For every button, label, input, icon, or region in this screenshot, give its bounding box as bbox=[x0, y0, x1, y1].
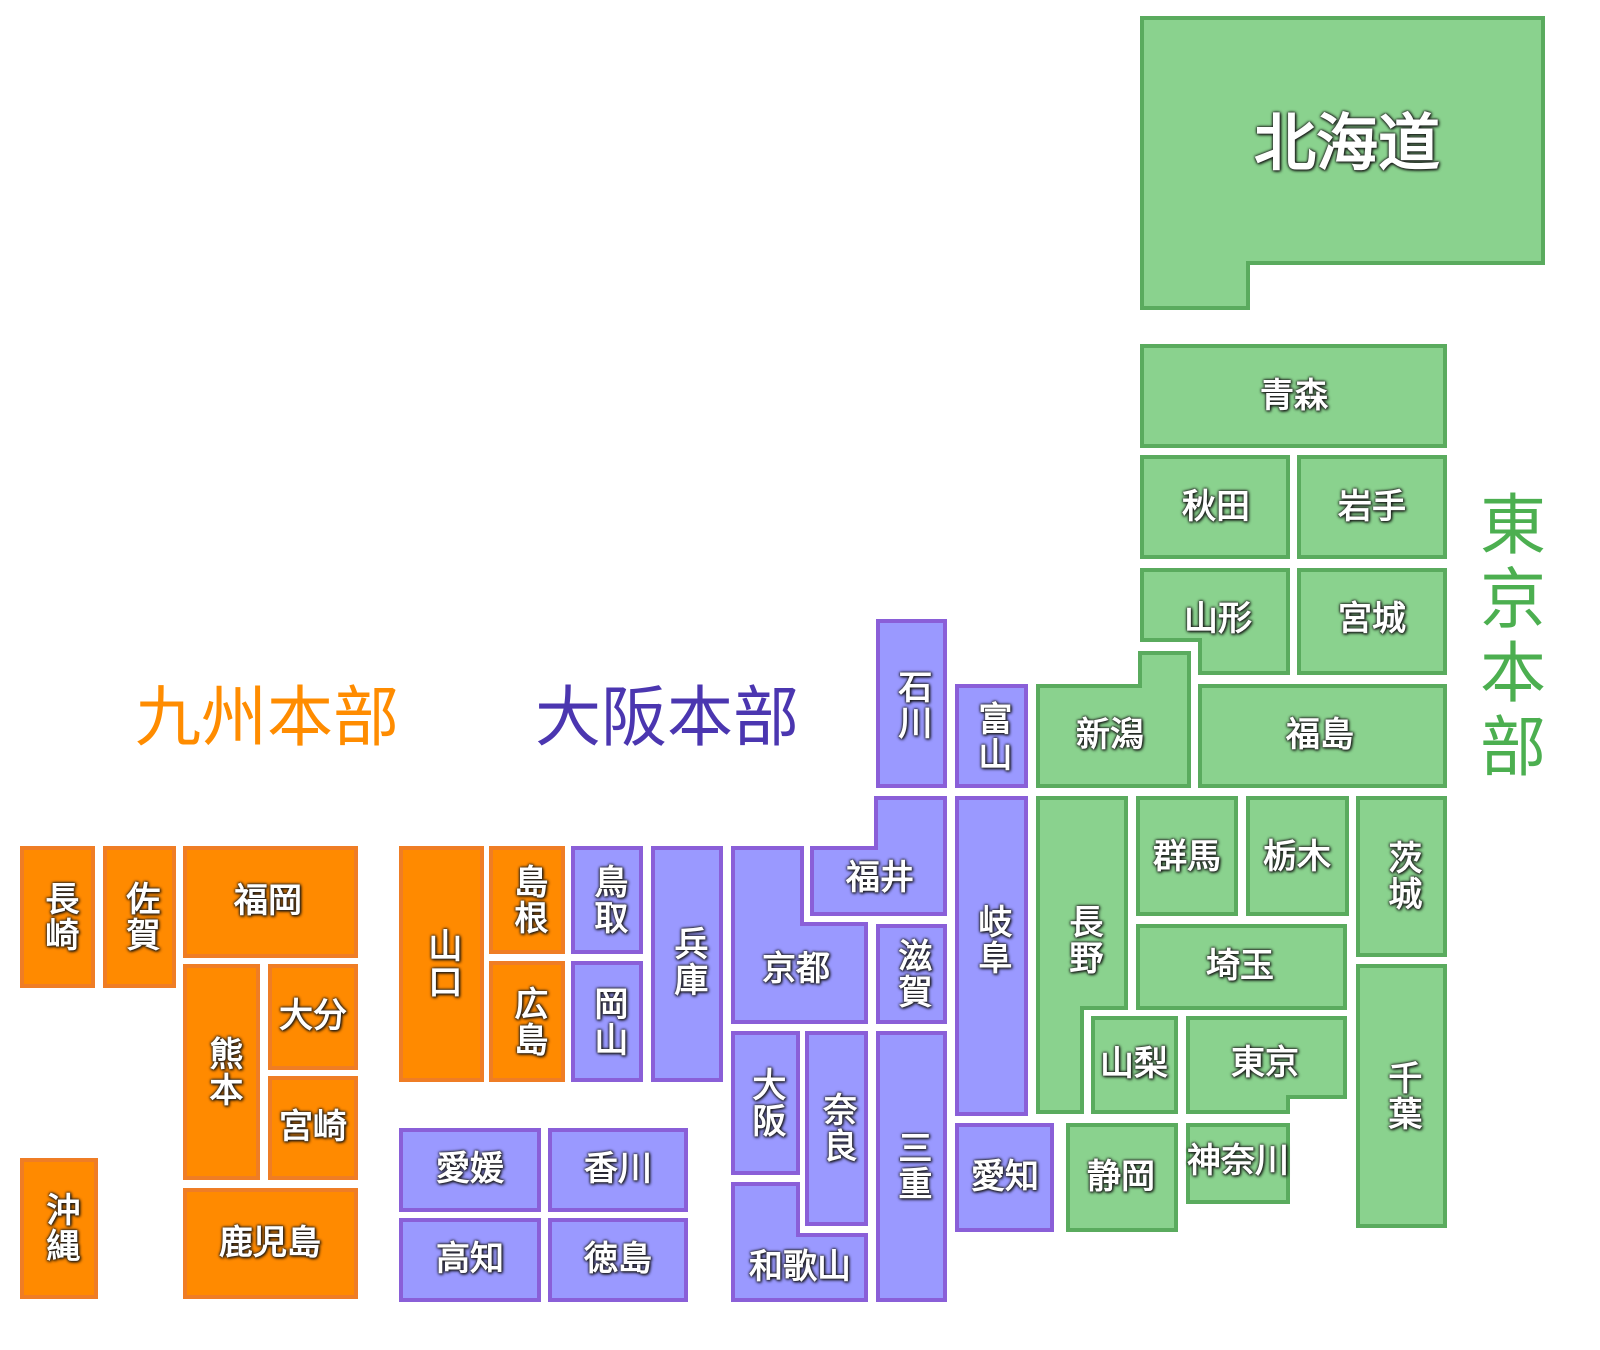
prefecture-label-tokushima: 徳島 bbox=[584, 1239, 652, 1280]
prefecture-fukui[interactable] bbox=[810, 796, 947, 916]
prefecture-label-toyama: 富山 bbox=[971, 701, 1012, 773]
prefecture-label-kyoto: 京都 bbox=[762, 949, 830, 990]
prefecture-tokushima[interactable] bbox=[548, 1218, 688, 1302]
prefecture-tottori[interactable] bbox=[571, 846, 643, 954]
prefecture-label-aichi: 愛知 bbox=[971, 1157, 1039, 1198]
prefecture-label-kagawa: 香川 bbox=[584, 1149, 652, 1190]
prefecture-label-tottori: 鳥取 bbox=[587, 864, 628, 936]
prefecture-kanagawa[interactable] bbox=[1186, 1123, 1290, 1204]
prefecture-ibaraki[interactable] bbox=[1356, 796, 1447, 957]
prefecture-label-niigata: 新潟 bbox=[1076, 715, 1144, 756]
prefecture-gunma[interactable] bbox=[1136, 796, 1238, 916]
prefecture-label-yamagata: 山形 bbox=[1184, 599, 1252, 640]
prefecture-label-shimane: 島根 bbox=[507, 864, 548, 936]
prefecture-label-saitama: 埼玉 bbox=[1206, 946, 1274, 987]
prefecture-saitama[interactable] bbox=[1136, 924, 1347, 1010]
prefecture-miyagi[interactable] bbox=[1297, 568, 1447, 675]
prefecture-wakayama[interactable] bbox=[731, 1182, 868, 1302]
prefecture-label-osaka: 大阪 bbox=[745, 1067, 786, 1139]
prefecture-oita[interactable] bbox=[268, 964, 358, 1070]
prefecture-ehime[interactable] bbox=[399, 1128, 541, 1212]
prefecture-label-gunma: 群馬 bbox=[1153, 837, 1221, 878]
prefecture-label-kanagawa: 神奈川 bbox=[1187, 1141, 1289, 1182]
prefecture-kyoto[interactable] bbox=[731, 846, 868, 1024]
prefecture-label-fukuoka: 福岡 bbox=[234, 881, 302, 922]
prefecture-label-hiroshima: 広島 bbox=[507, 986, 548, 1058]
prefecture-okayama[interactable] bbox=[571, 961, 643, 1082]
prefecture-label-okinawa: 沖縄 bbox=[39, 1192, 80, 1264]
prefecture-label-ehime: 愛媛 bbox=[436, 1149, 504, 1190]
prefecture-okinawa[interactable] bbox=[20, 1158, 98, 1299]
prefecture-nagasaki[interactable] bbox=[20, 846, 95, 988]
prefecture-toyama[interactable] bbox=[955, 684, 1028, 788]
prefecture-yamagata[interactable] bbox=[1140, 568, 1290, 675]
prefecture-iwate[interactable] bbox=[1297, 455, 1447, 559]
prefecture-gifu[interactable] bbox=[955, 796, 1028, 1116]
prefecture-hyogo[interactable] bbox=[651, 846, 723, 1082]
prefecture-nara[interactable] bbox=[805, 1031, 868, 1226]
prefecture-yamaguchi[interactable] bbox=[399, 846, 484, 1082]
tokyo-headquarters-label: 東京本部 bbox=[1469, 490, 1546, 786]
prefecture-label-fukushima: 福島 bbox=[1286, 715, 1354, 756]
prefecture-aichi[interactable] bbox=[955, 1123, 1054, 1232]
prefecture-label-okayama: 岡山 bbox=[587, 986, 628, 1058]
prefecture-ishikawa[interactable] bbox=[876, 619, 947, 788]
prefecture-niigata[interactable] bbox=[1036, 651, 1191, 788]
prefecture-label-aomori: 青森 bbox=[1260, 376, 1328, 417]
prefecture-label-miyazaki: 宮崎 bbox=[279, 1107, 347, 1148]
prefecture-label-yamaguchi: 山口 bbox=[421, 928, 462, 1000]
prefecture-yamanashi[interactable] bbox=[1091, 1016, 1178, 1114]
osaka-headquarters-label: 大阪本部 bbox=[535, 679, 799, 756]
prefecture-hiroshima[interactable] bbox=[489, 961, 565, 1082]
prefecture-label-mie: 三重 bbox=[891, 1130, 932, 1202]
prefecture-label-kochi: 高知 bbox=[436, 1239, 504, 1280]
prefecture-label-shiga: 滋賀 bbox=[891, 938, 932, 1010]
prefecture-label-ishikawa: 石川 bbox=[891, 669, 932, 741]
prefecture-label-hyogo: 兵庫 bbox=[667, 926, 708, 998]
prefecture-tochigi[interactable] bbox=[1246, 796, 1349, 916]
prefecture-saga[interactable] bbox=[103, 846, 176, 988]
prefecture-label-hokkaido: 北海道 bbox=[1253, 106, 1441, 180]
prefecture-aomori[interactable] bbox=[1140, 344, 1447, 448]
prefecture-label-tochigi: 栃木 bbox=[1263, 837, 1331, 878]
prefecture-label-yamanashi: 山梨 bbox=[1100, 1044, 1168, 1085]
prefecture-shizuoka[interactable] bbox=[1066, 1123, 1178, 1232]
prefecture-label-saga: 佐賀 bbox=[119, 881, 160, 953]
prefecture-chiba[interactable] bbox=[1356, 964, 1447, 1228]
prefecture-osaka[interactable] bbox=[731, 1031, 800, 1175]
prefecture-fukuoka[interactable] bbox=[183, 846, 358, 958]
kyushu-headquarters-label: 九州本部 bbox=[135, 679, 399, 756]
prefecture-label-oita: 大分 bbox=[279, 996, 347, 1037]
prefecture-mie[interactable] bbox=[876, 1031, 947, 1302]
prefecture-kochi[interactable] bbox=[399, 1218, 541, 1302]
prefecture-kumamoto[interactable] bbox=[183, 964, 260, 1180]
prefecture-shiga[interactable] bbox=[876, 924, 947, 1024]
prefecture-fukushima[interactable] bbox=[1198, 684, 1447, 788]
prefecture-label-ibaraki: 茨城 bbox=[1381, 840, 1422, 912]
prefecture-nagano[interactable] bbox=[1036, 796, 1128, 1114]
prefecture-label-chiba: 千葉 bbox=[1381, 1060, 1422, 1132]
prefecture-label-gifu: 岐阜 bbox=[971, 904, 1012, 976]
prefecture-hokkaido[interactable] bbox=[1140, 16, 1545, 310]
prefecture-label-nagasaki: 長崎 bbox=[38, 881, 79, 953]
prefecture-label-wakayama: 和歌山 bbox=[749, 1247, 851, 1288]
prefecture-tokyo[interactable] bbox=[1186, 1016, 1347, 1114]
prefecture-kagawa[interactable] bbox=[548, 1128, 688, 1212]
prefecture-label-tokyo: 東京 bbox=[1231, 1043, 1299, 1084]
prefecture-shimane[interactable] bbox=[489, 846, 565, 954]
prefecture-label-fukui: 福井 bbox=[846, 858, 914, 899]
prefecture-miyazaki[interactable] bbox=[268, 1076, 358, 1180]
prefecture-label-nara: 奈良 bbox=[816, 1092, 857, 1164]
prefecture-label-kumamoto: 熊本 bbox=[202, 1036, 243, 1108]
prefecture-label-akita: 秋田 bbox=[1182, 487, 1250, 528]
prefecture-label-miyagi: 宮城 bbox=[1338, 599, 1406, 640]
prefecture-kagoshima[interactable] bbox=[183, 1188, 358, 1299]
prefecture-label-shizuoka: 静岡 bbox=[1087, 1157, 1155, 1198]
prefecture-label-iwate: 岩手 bbox=[1338, 487, 1406, 528]
prefecture-label-kagoshima: 鹿児島 bbox=[219, 1223, 321, 1264]
prefecture-akita[interactable] bbox=[1140, 455, 1290, 559]
prefecture-label-nagano: 長野 bbox=[1062, 904, 1103, 976]
